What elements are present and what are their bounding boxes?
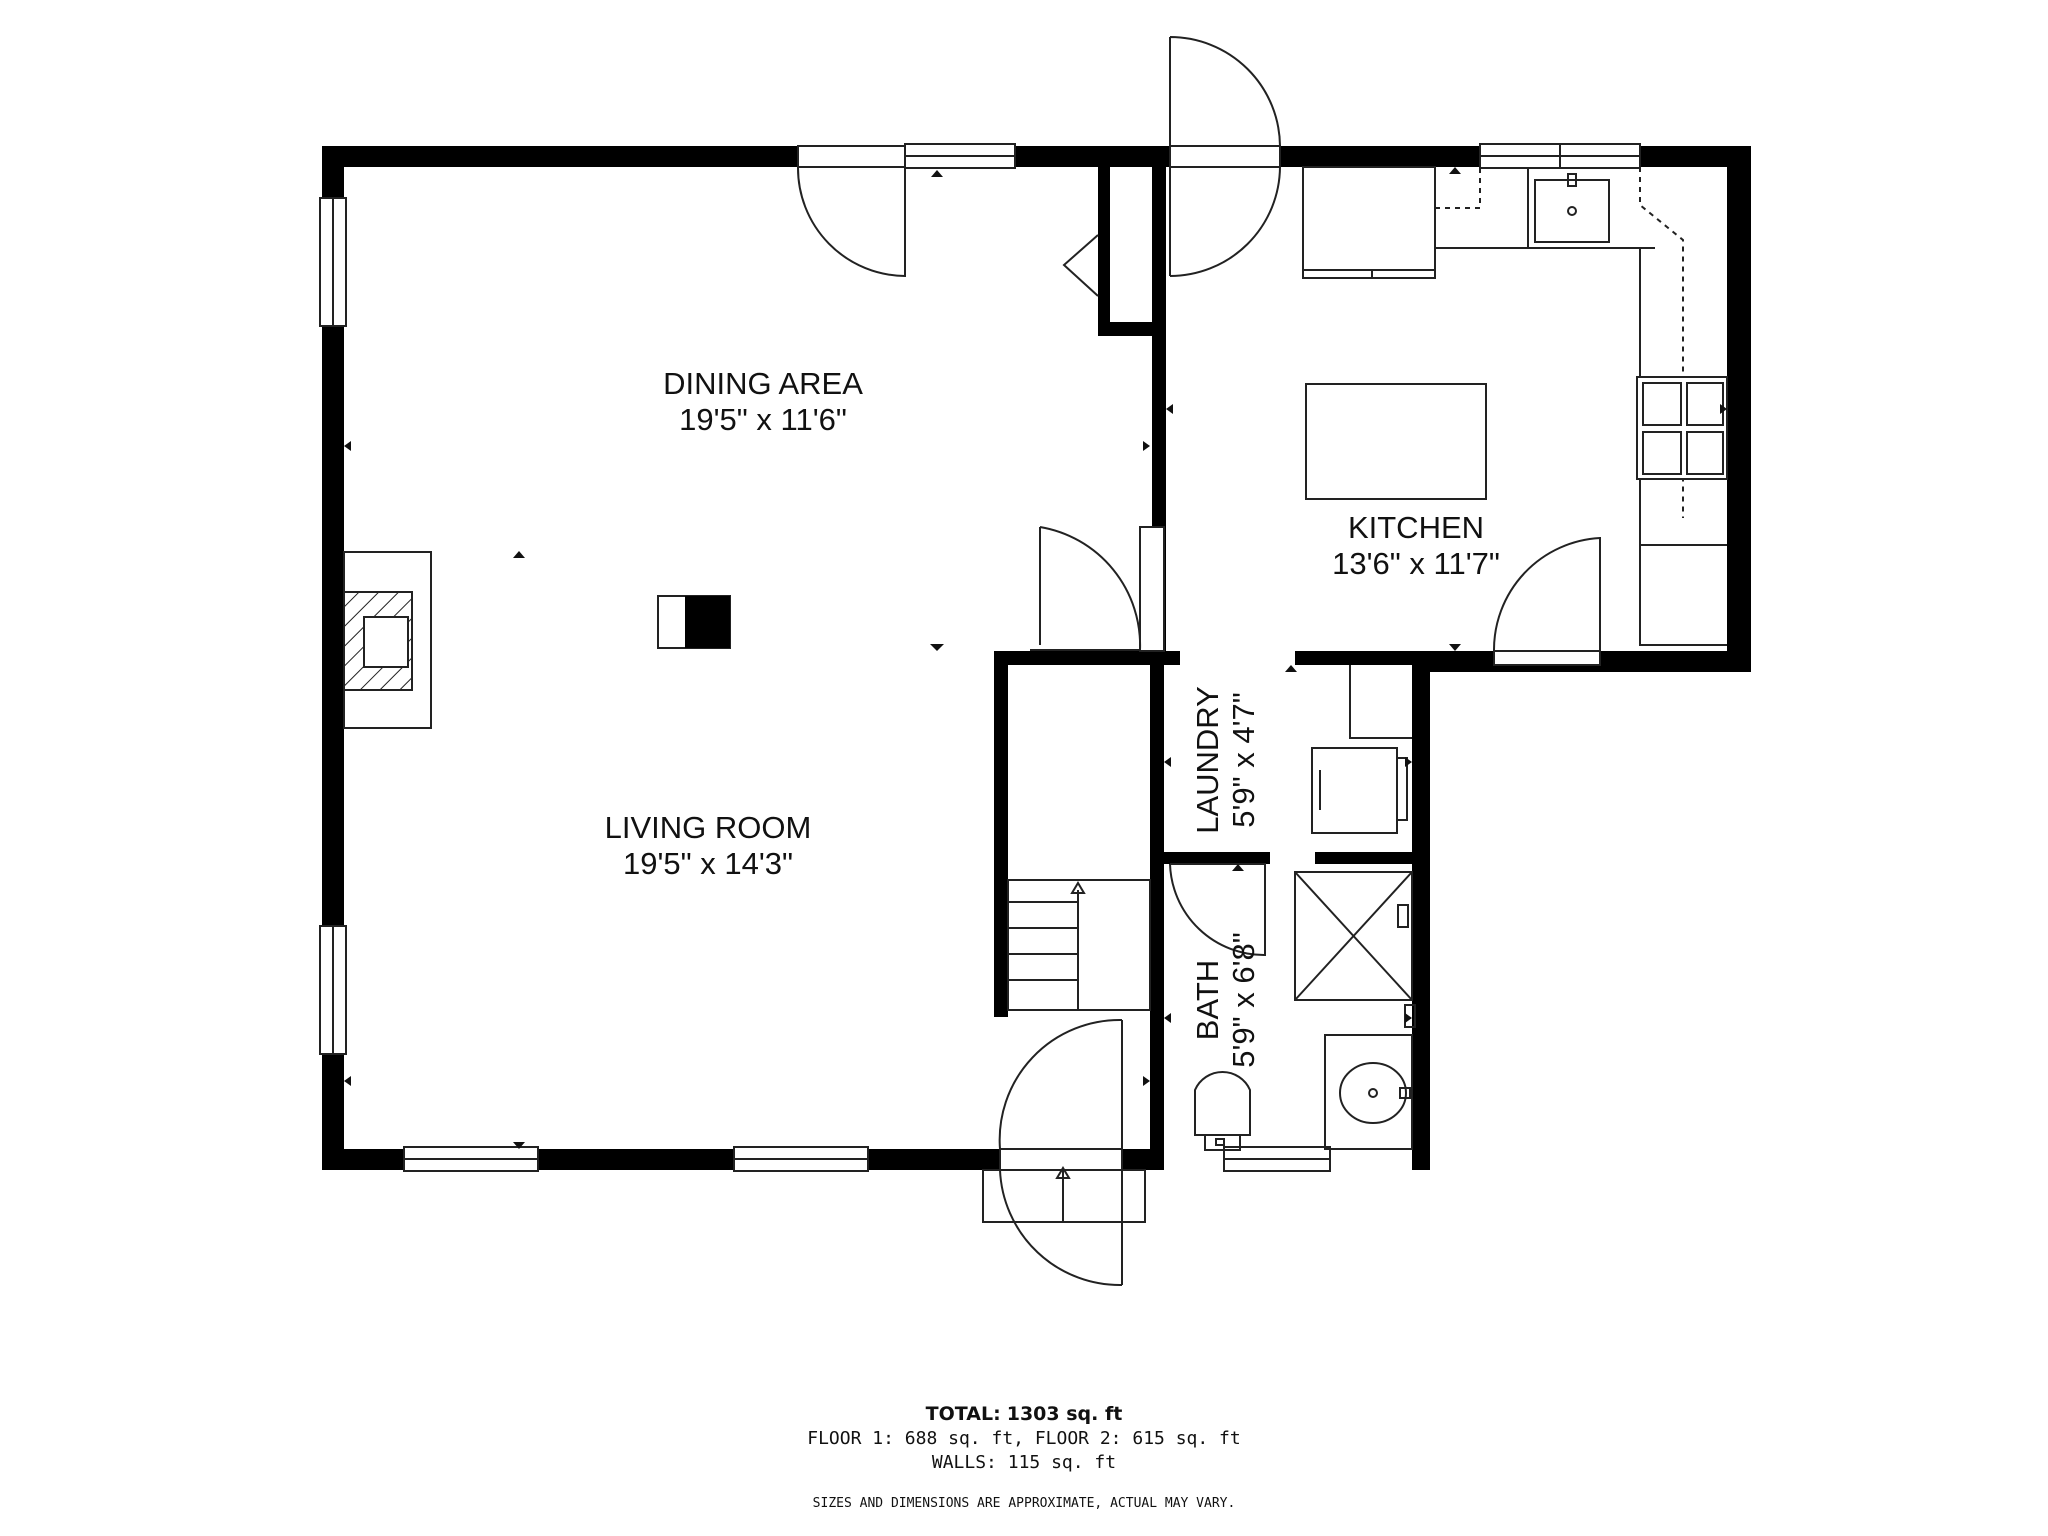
kitchen-name: KITCHEN xyxy=(1348,510,1484,545)
bath-name: BATH xyxy=(1190,960,1225,1040)
door-kitchen-top-swing xyxy=(1169,36,1281,277)
bath-dims: 5'9" x 6'8" xyxy=(1226,932,1261,1068)
laundry-fixtures xyxy=(1311,665,1412,834)
kitchen-fixtures xyxy=(1302,166,1728,646)
wall-kitchen-bottom-left xyxy=(1295,651,1435,665)
toilet xyxy=(1194,1070,1251,1136)
dining-area-name: DINING AREA xyxy=(663,366,863,401)
footer-walls: WALLS: 115 sq. ft xyxy=(931,1452,1117,1473)
washer xyxy=(1311,747,1398,834)
wall-closet-left xyxy=(1098,167,1110,335)
dining-area-dims: 19'5" x 11'6" xyxy=(679,402,847,437)
vanity xyxy=(1324,1034,1413,1150)
wall-left xyxy=(322,146,344,1170)
wall-top-left xyxy=(322,146,1174,167)
wall-right xyxy=(1727,146,1751,672)
measure-markers xyxy=(344,167,1727,1149)
door-dining-swing xyxy=(796,166,906,278)
bath-fixtures xyxy=(1194,871,1416,1151)
door-stair-opening xyxy=(1139,526,1165,652)
wall-closet-bottom xyxy=(1098,322,1158,336)
windows xyxy=(319,143,1641,1172)
living-room-dims: 19'5" x 14'3" xyxy=(623,846,793,881)
laundry-name: LAUNDRY xyxy=(1190,686,1225,834)
wall-bath-top-right xyxy=(1315,852,1425,864)
door-front-opening xyxy=(999,1148,1123,1171)
door-kitchen-swing xyxy=(1492,536,1601,652)
stairs xyxy=(982,879,1151,1223)
footer-floors: FLOOR 1: 688 sq. ft, FLOOR 2: 615 sq. ft xyxy=(807,1428,1241,1449)
sink xyxy=(1534,179,1610,243)
fireplace xyxy=(343,551,432,729)
door-front-swing xyxy=(998,1018,1123,1287)
kitchen-island xyxy=(1305,383,1487,500)
footer-total: TOTAL: 1303 sq. ft xyxy=(0,1403,2048,1425)
door-bath-swing xyxy=(1169,863,1266,957)
door-kitchen-opening xyxy=(1493,650,1601,666)
fridge xyxy=(1302,166,1436,279)
bath-label: BATH 5'9" x 6'8" xyxy=(1190,932,1261,1068)
living-room-name: LIVING ROOM xyxy=(605,810,812,845)
laundry-dims: 5'9" x 4'7" xyxy=(1226,692,1261,828)
laundry-label: LAUNDRY 5'9" x 4'7" xyxy=(1190,686,1261,834)
wall-hall-right xyxy=(1150,665,1164,1170)
footer-total-value: 1303 sq. ft xyxy=(1006,1403,1123,1425)
footer-total-label: TOTAL: xyxy=(925,1403,1001,1425)
door-kitchen-top-opening xyxy=(1169,145,1281,168)
wall-laundry-right xyxy=(1412,651,1430,1170)
wall-stair-left xyxy=(994,651,1008,1017)
shower xyxy=(1294,871,1413,1001)
wall-stair-top xyxy=(994,651,1150,665)
door-closet xyxy=(1062,234,1099,297)
footer-disclaimer: SIZES AND DIMENSIONS ARE APPROXIMATE, AC… xyxy=(812,1496,1236,1511)
kitchen-dims: 13'6" x 11'7" xyxy=(1332,546,1500,581)
wall-kitchen-bottom-stub xyxy=(1150,651,1180,665)
doors xyxy=(796,36,1601,1287)
chimney-post xyxy=(657,595,731,649)
wall-bath-top xyxy=(1160,852,1270,864)
door-stair-swing xyxy=(1039,526,1142,651)
door-dining-opening xyxy=(797,145,906,168)
